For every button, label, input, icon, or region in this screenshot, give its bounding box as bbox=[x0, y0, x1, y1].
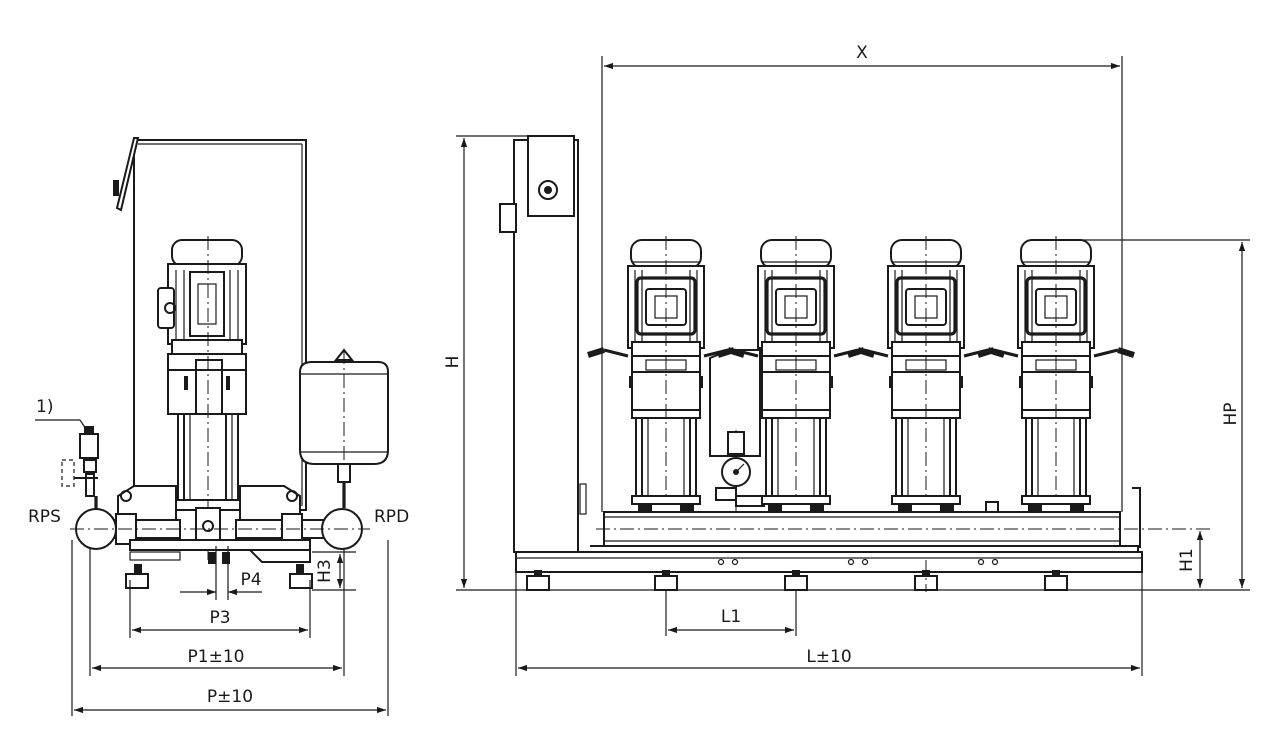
expansion-vessel bbox=[299, 348, 389, 508]
side-view bbox=[35, 137, 389, 589]
label-p3: P3 bbox=[209, 608, 230, 628]
label-h1: H1 bbox=[1177, 548, 1197, 572]
control-cabinet-front bbox=[499, 135, 587, 553]
collector-manifold bbox=[596, 487, 1210, 548]
dimension-lines bbox=[71, 56, 1250, 716]
front-view bbox=[499, 135, 1210, 592]
dimension-labels: X H HP H1 L1 L±10 H3 P4 P3 P1±10 P±10 RP… bbox=[28, 43, 1241, 707]
label-p1: P1±10 bbox=[188, 647, 245, 667]
label-h3: H3 bbox=[315, 559, 335, 583]
label-hp: HP bbox=[1221, 402, 1241, 425]
suction-valve-assembly bbox=[35, 419, 99, 510]
label-p: P±10 bbox=[207, 687, 253, 707]
label-l1: L1 bbox=[721, 607, 741, 627]
manifold-side bbox=[70, 485, 370, 589]
pump-row bbox=[588, 236, 1134, 512]
pump-4 bbox=[978, 236, 1134, 512]
pump-side bbox=[157, 236, 247, 560]
label-rps: RPS bbox=[28, 507, 61, 527]
label-rpd: RPD bbox=[374, 507, 409, 527]
label-h: H bbox=[443, 356, 463, 369]
label-l: L±10 bbox=[806, 647, 851, 667]
pump-3 bbox=[848, 236, 1004, 512]
label-p4: P4 bbox=[240, 570, 261, 590]
label-note-1: 1) bbox=[36, 397, 53, 417]
label-x: X bbox=[856, 43, 868, 63]
front-vessel-and-gauge bbox=[709, 349, 765, 512]
base-frame bbox=[515, 545, 1143, 592]
